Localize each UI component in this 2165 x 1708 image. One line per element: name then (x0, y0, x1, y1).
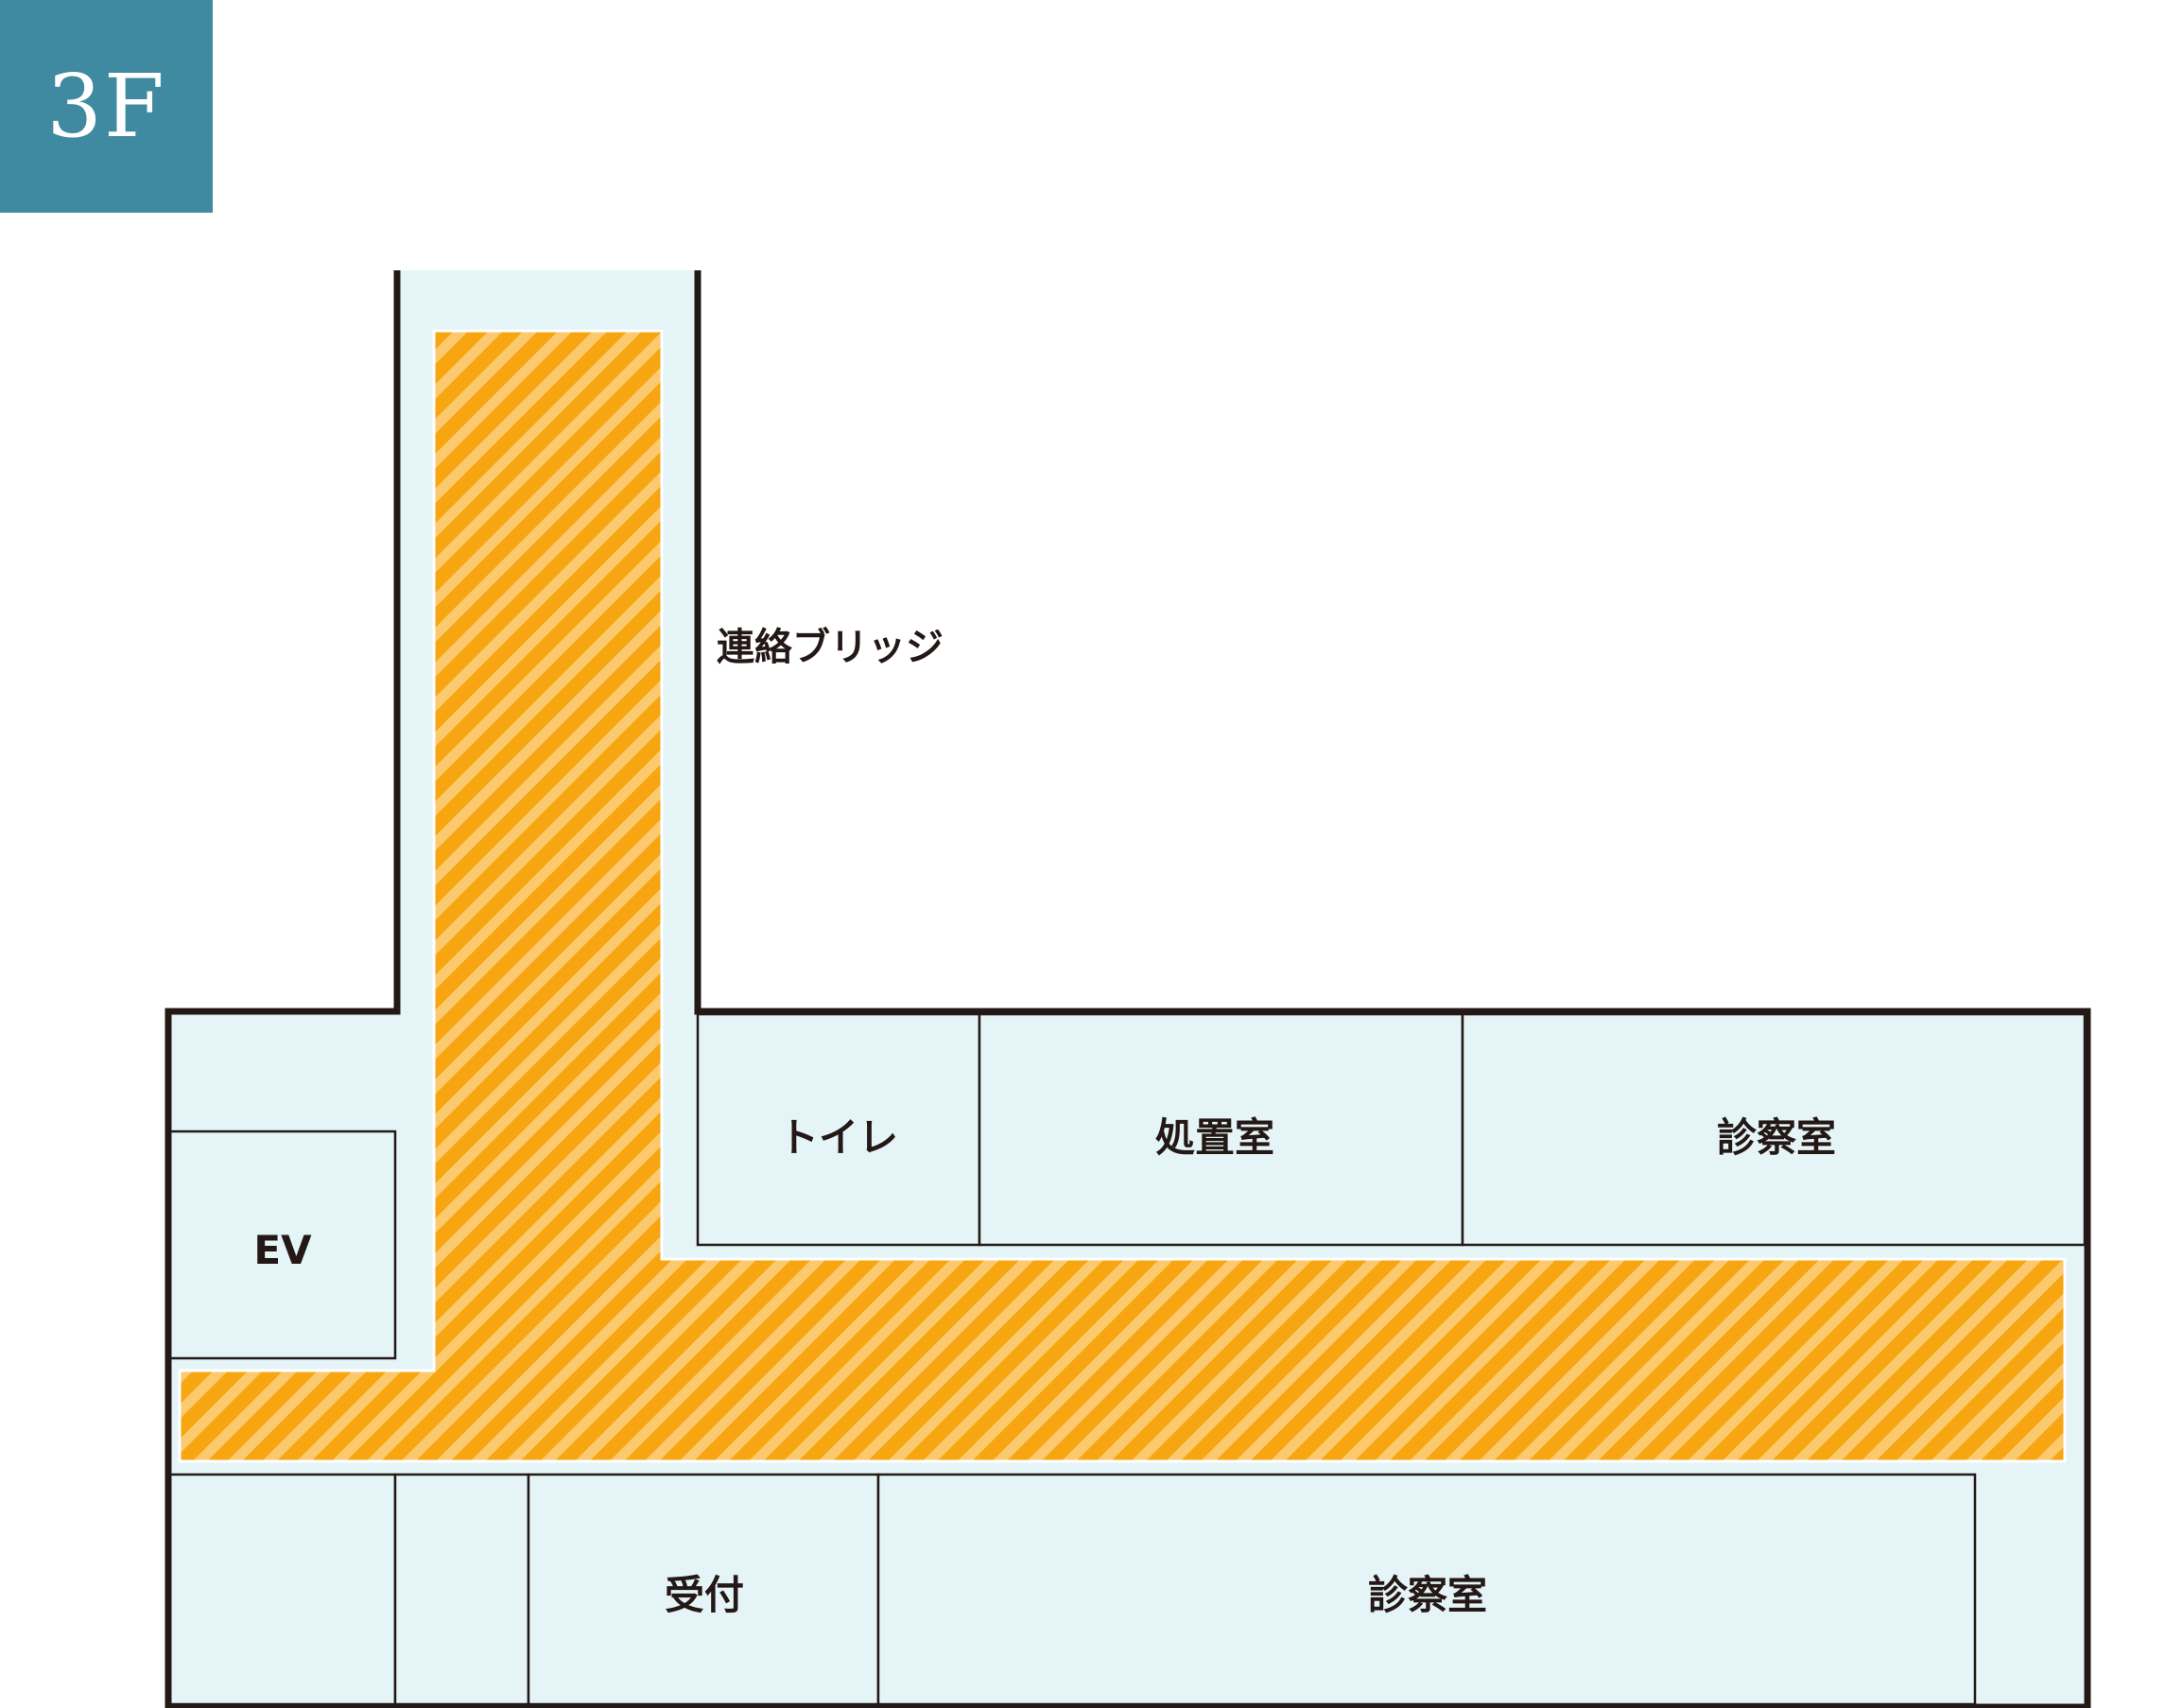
floor-badge: 3F (0, 0, 213, 213)
label-treatment: 処置室 (1155, 1114, 1274, 1161)
room-lower-left (168, 1473, 397, 1706)
room-toilet (696, 1012, 981, 1247)
room-lower-passage (393, 1473, 530, 1706)
room-exam-lower (876, 1473, 1977, 1706)
label-toilet: トイレ (779, 1114, 898, 1161)
room-treatment (978, 1012, 1464, 1247)
label-exam-lower: 診察室 (1368, 1572, 1487, 1618)
label-ev: EV (253, 1227, 312, 1273)
room-exam-upper (1461, 1012, 2087, 1247)
outer-wall-top (165, 270, 2091, 1708)
bridge-label: 連絡ブリッジ (717, 626, 944, 669)
floor-label: 3F (46, 56, 166, 157)
room-ev (168, 1130, 397, 1360)
label-reception: 受付 (665, 1572, 744, 1618)
corridor-route (178, 329, 2067, 1463)
label-exam-upper: 診察室 (1717, 1114, 1836, 1161)
